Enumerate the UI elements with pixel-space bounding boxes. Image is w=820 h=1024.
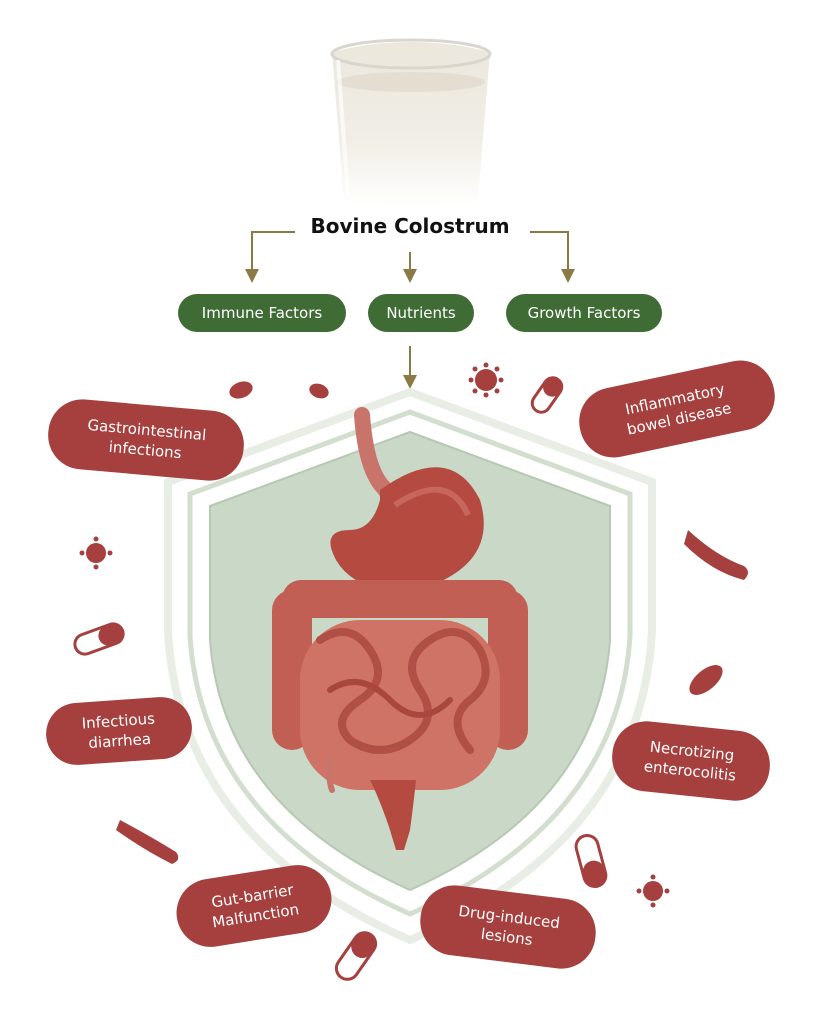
- arrow-to-growth: [530, 231, 575, 283]
- virus-icon: [636, 874, 670, 908]
- capsule-icon: [73, 622, 125, 656]
- virus-icon: [468, 362, 504, 398]
- component-growth-factors: Growth Factors: [506, 294, 662, 332]
- digestive-system-icon: [272, 407, 528, 850]
- bacteria-icon: [689, 665, 723, 695]
- arrow-to-immune: [245, 231, 295, 283]
- bacteria-icon: [684, 530, 748, 580]
- branch-arrows: [245, 231, 575, 389]
- bacteria-icon: [309, 383, 329, 399]
- capsule-icon: [530, 376, 564, 414]
- diagram-title: Bovine Colostrum: [310, 214, 510, 238]
- component-immune-factors: Immune Factors: [178, 294, 346, 332]
- virus-icon: [79, 536, 113, 570]
- component-nutrients: Nutrients: [368, 294, 474, 332]
- capsule-icon: [574, 834, 608, 888]
- condition-infectious-diarrhea: Infectious diarrhea: [44, 694, 194, 768]
- milk-glass-icon: [330, 38, 492, 207]
- bacteria-icon: [229, 381, 253, 399]
- bacteria-icon: [116, 820, 179, 864]
- capsule-icon: [334, 931, 378, 981]
